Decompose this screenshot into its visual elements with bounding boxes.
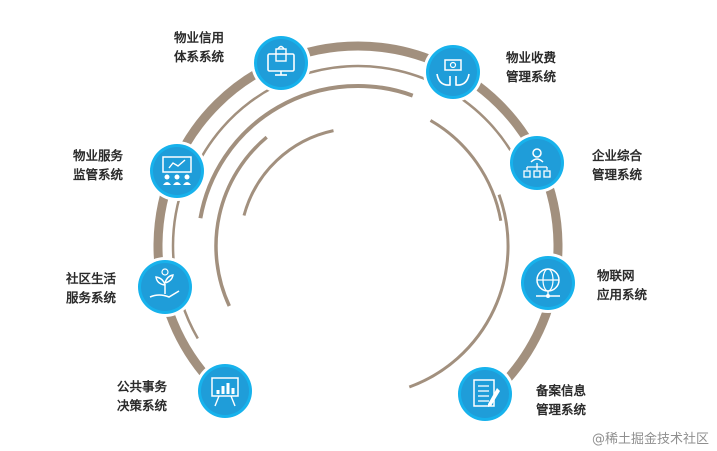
node-label-iot: 物联网应用系统 <box>597 268 648 302</box>
inner-ring-small-arc <box>242 129 334 216</box>
node-iot <box>518 253 578 313</box>
node-circle <box>201 367 249 415</box>
node-fee <box>423 42 483 102</box>
node-label-fee: 物业收费管理系统 <box>506 50 557 84</box>
inner-ring-right-arc <box>429 119 503 222</box>
node-circle <box>461 370 509 418</box>
node-label-filing: 备案信息管理系统 <box>536 383 587 417</box>
mid-ring-upper-arc <box>187 64 520 185</box>
node-label-community: 社区生活服务系统 <box>66 271 117 305</box>
node-circle <box>524 259 572 307</box>
inner-ring-left-arc <box>214 135 268 307</box>
node-enterprise <box>507 133 567 193</box>
watermark: @稀土掘金技术社区 <box>591 432 709 447</box>
node-circle <box>153 147 201 195</box>
node-community <box>135 257 195 317</box>
globe-network-icon <box>536 268 560 298</box>
node-filing <box>455 364 515 424</box>
org-chart-icon <box>523 148 551 178</box>
node-service <box>147 141 207 201</box>
node-label-enterprise: 企业综合管理系统 <box>592 148 643 182</box>
node-group <box>135 33 578 424</box>
node-credit <box>251 33 311 93</box>
hands-money-icon <box>436 59 470 86</box>
inner-ring-upper-left-arc <box>198 84 414 219</box>
node-label-service: 物业服务监管系统 <box>73 148 124 182</box>
node-circle <box>257 39 305 87</box>
easel-chart-icon <box>211 377 239 407</box>
inner-ring-lower-right-arc <box>408 194 510 389</box>
presentation-people-icon <box>162 156 192 185</box>
ring-arcs <box>153 41 563 389</box>
plant-hand-icon <box>149 268 180 298</box>
node-circle <box>429 48 477 96</box>
monitor-bag-icon <box>267 45 295 76</box>
node-label-credit: 物业信用体系系统 <box>174 30 225 64</box>
node-decision <box>195 361 255 421</box>
outer-ring-arc <box>153 41 563 389</box>
document-pen-icon <box>473 379 500 407</box>
node-label-decision: 公共事务决策系统 <box>117 379 168 413</box>
